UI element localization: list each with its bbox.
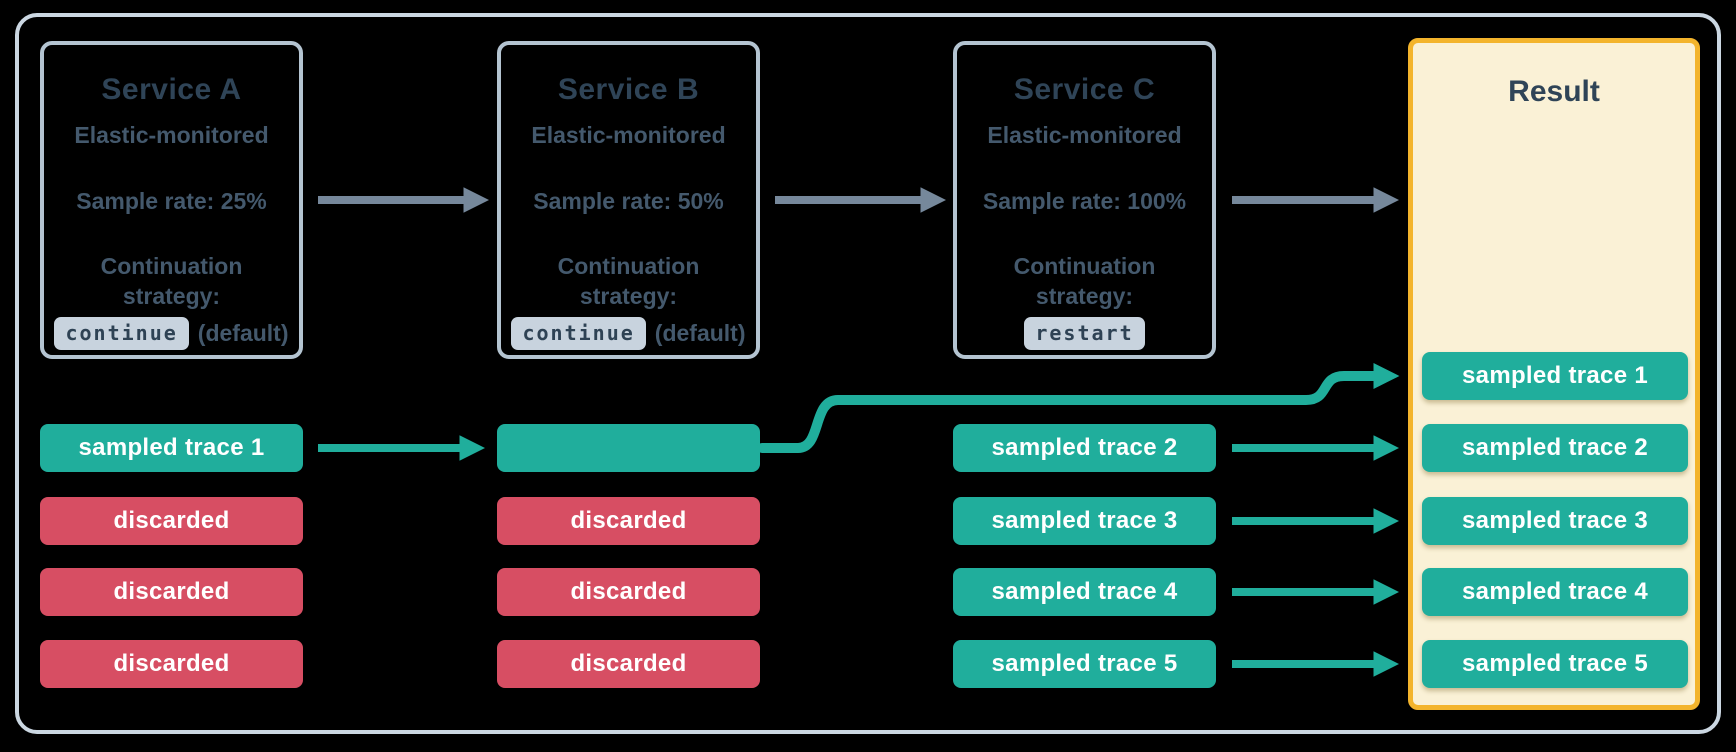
- outer-frame: [15, 13, 1721, 734]
- service-c-trace-sampled-4: sampled trace 4: [953, 568, 1216, 616]
- result-trace-sampled-1: sampled trace 1: [1422, 352, 1688, 400]
- result-trace-sampled-3: sampled trace 3: [1422, 497, 1688, 545]
- service-c-trace-sampled-2: sampled trace 2: [953, 424, 1216, 472]
- service-c-card: Service C Elastic-monitored Sample rate:…: [953, 41, 1216, 359]
- service-a-trace-sampled-1: sampled trace 1: [40, 424, 303, 472]
- service-a-trace-discarded-2: discarded: [40, 568, 303, 616]
- service-a-card: Service A Elastic-monitored Sample rate:…: [40, 41, 303, 359]
- service-a-strategy-note: (default): [197, 320, 289, 346]
- service-b-monitoring: Elastic-monitored: [531, 122, 726, 148]
- service-a-monitoring: Elastic-monitored: [74, 122, 269, 148]
- service-b-trace-discarded-3: discarded: [497, 640, 760, 688]
- service-a-title: Service A: [101, 73, 242, 106]
- service-b-trace-discarded-1: discarded: [497, 497, 760, 545]
- service-a-strategy-badge: continue: [54, 317, 189, 350]
- service-b-trace-sampled-unlabeled: [497, 424, 760, 472]
- service-c-strategy-badge: restart: [1024, 317, 1145, 350]
- service-c-continuation-label: Continuation strategy:: [1013, 253, 1156, 309]
- service-b-continuation-label: Continuation strategy:: [557, 253, 700, 309]
- service-b-card: Service B Elastic-monitored Sample rate:…: [497, 41, 760, 359]
- service-a-trace-discarded-3: discarded: [40, 640, 303, 688]
- service-b-strategy-row: continue (default): [501, 317, 756, 350]
- result-trace-sampled-2: sampled trace 2: [1422, 424, 1688, 472]
- service-a-sample-rate: Sample rate: 25%: [76, 188, 267, 214]
- service-b-strategy-badge: continue: [511, 317, 646, 350]
- service-b-sample-rate: Sample rate: 50%: [533, 188, 724, 214]
- result-trace-sampled-4: sampled trace 4: [1422, 568, 1688, 616]
- service-c-trace-sampled-5: sampled trace 5: [953, 640, 1216, 688]
- service-c-monitoring: Elastic-monitored: [987, 122, 1182, 148]
- service-a-trace-discarded-1: discarded: [40, 497, 303, 545]
- service-c-sample-rate: Sample rate: 100%: [982, 188, 1187, 214]
- service-c-strategy-row: restart: [957, 317, 1212, 350]
- result-title: Result: [1508, 75, 1600, 108]
- service-c-title: Service C: [1013, 73, 1156, 106]
- service-c-trace-sampled-3: sampled trace 3: [953, 497, 1216, 545]
- result-card: Result sampled trace 1 sampled trace 2 s…: [1408, 38, 1700, 710]
- service-b-trace-discarded-2: discarded: [497, 568, 760, 616]
- service-b-title: Service B: [557, 73, 700, 106]
- service-a-continuation-label: Continuation strategy:: [100, 253, 243, 309]
- result-trace-sampled-5: sampled trace 5: [1422, 640, 1688, 688]
- service-b-strategy-note: (default): [654, 320, 746, 346]
- service-a-strategy-row: continue (default): [44, 317, 299, 350]
